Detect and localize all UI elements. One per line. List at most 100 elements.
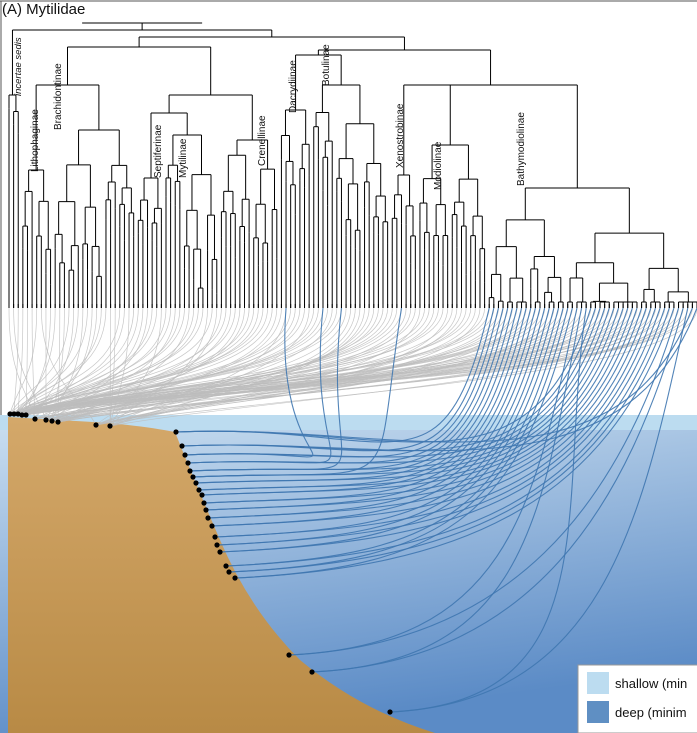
clade-label-lithophaginae: Lithophaginae <box>30 109 41 172</box>
deep-link <box>288 307 578 656</box>
shallow-link <box>95 307 697 426</box>
clade-label-brachidontinae: Brachidontinae <box>53 63 64 130</box>
legend-label-deep: deep (minim <box>615 705 687 720</box>
deep-link <box>195 307 620 484</box>
depth-point <box>196 487 202 493</box>
shallow-link <box>9 307 38 415</box>
shallow-link <box>13 307 102 415</box>
depth-point <box>201 500 207 506</box>
depth-sample-points <box>7 411 393 715</box>
deep-link <box>311 307 684 673</box>
shallow-link <box>109 307 670 427</box>
shallow-link <box>21 307 689 416</box>
shallow-link <box>21 307 56 416</box>
shallow-link <box>57 307 61 423</box>
deep-link <box>184 307 314 458</box>
shallow-link <box>17 307 255 415</box>
clade-label-septiferinae: Septiferinae <box>153 124 164 178</box>
shallow-link <box>51 307 245 422</box>
deep-link <box>389 307 587 713</box>
depth-point <box>11 411 17 417</box>
phylogenetic-tree <box>8 22 697 308</box>
tip-depth-links <box>8 307 697 713</box>
deep-link <box>184 307 601 458</box>
depth-point <box>49 418 55 424</box>
depth-point <box>107 423 113 429</box>
deep-link <box>203 307 633 504</box>
shallow-link <box>13 307 185 415</box>
clade-label-botulinae: Botulinae <box>321 44 332 86</box>
shallow-link <box>13 307 121 415</box>
depth-point <box>32 416 38 422</box>
depth-point <box>93 422 99 428</box>
depth-point <box>199 492 205 498</box>
shallow-link <box>9 307 70 415</box>
depth-point <box>203 507 209 513</box>
clade-label-bathymodiolinae: Bathymodiolinae <box>516 112 527 186</box>
depth-point <box>15 411 21 417</box>
shallow-link <box>8 307 36 420</box>
depth-point <box>217 549 223 555</box>
clade-label-xenostrobinae: Xenostrobinae <box>395 103 406 168</box>
deep-link <box>198 307 624 491</box>
shallow-link <box>9 307 107 415</box>
shallow-link <box>51 307 679 422</box>
shallow-link <box>9 307 268 415</box>
deep-link <box>389 307 689 713</box>
depth-point <box>223 563 229 569</box>
depth-point <box>209 523 215 529</box>
shallow-link <box>9 307 647 415</box>
clade-label-incertae-sedis: incertae sedis <box>13 37 24 96</box>
shallow-link <box>9 307 425 415</box>
shallow-link <box>9 307 384 415</box>
panel-title: (A) Mytilidae <box>2 1 85 18</box>
depth-point <box>190 474 196 480</box>
shallow-link <box>51 307 65 422</box>
deep-link <box>175 307 693 443</box>
depth-point <box>232 575 238 581</box>
depth-point <box>182 452 188 458</box>
deep-link <box>189 307 343 472</box>
legend: shallow (min deep (minim <box>577 664 697 733</box>
clade-label-crenellinae: Crenellinae <box>257 115 268 166</box>
shallow-link <box>9 307 693 415</box>
deep-link <box>216 307 656 546</box>
deep-link <box>187 307 332 464</box>
depth-point <box>23 412 29 418</box>
deep-link <box>225 307 666 567</box>
depth-point <box>214 542 220 548</box>
deep-link <box>192 307 403 478</box>
shallow-link <box>109 307 130 427</box>
depth-point <box>212 534 218 540</box>
shallow-link <box>9 307 582 415</box>
shallow-link <box>17 307 416 415</box>
deep-link <box>311 307 583 673</box>
shallow-link <box>9 307 204 415</box>
deep-link <box>219 307 661 553</box>
shallow-link <box>13 307 88 415</box>
deep-link <box>211 307 647 527</box>
clade-label-dacrydiinae: Dacrydiinae <box>288 60 299 113</box>
clade-label-modiolinae: Modiolinae <box>433 141 444 190</box>
shallow-link <box>17 307 171 415</box>
depth-point <box>43 417 49 423</box>
depth-point <box>193 480 199 486</box>
depth-point <box>55 419 61 425</box>
deep-link <box>228 307 569 573</box>
depth-point <box>387 709 393 715</box>
clade-label-mytilinae: Mytilinae <box>178 138 189 178</box>
depth-point <box>7 411 13 417</box>
deep-link <box>205 307 638 511</box>
shallow-link <box>17 307 79 415</box>
depth-point <box>179 443 185 449</box>
shallow-link <box>9 307 490 415</box>
shallow-link <box>40 307 97 426</box>
depth-point <box>205 515 211 521</box>
shallow-link <box>109 307 356 427</box>
deep-link <box>228 307 670 573</box>
deep-link <box>214 307 652 538</box>
legend-swatch-shallow <box>587 672 609 694</box>
depth-point <box>226 569 232 575</box>
depth-point <box>286 652 292 658</box>
